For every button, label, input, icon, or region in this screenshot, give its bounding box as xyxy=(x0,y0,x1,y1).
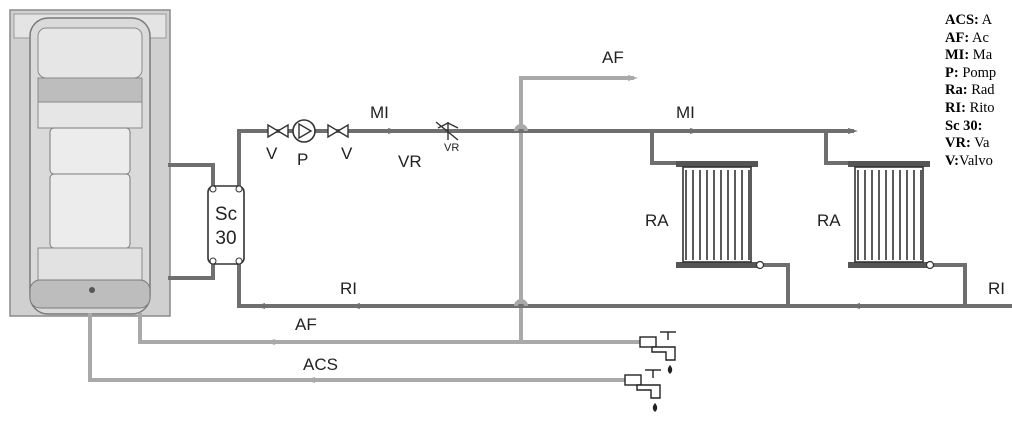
faucet-icon xyxy=(639,331,676,374)
sc-label-line1: Sc xyxy=(215,204,237,225)
legend: ACS: A AF: Ac MI: Ma P: Pomp Ra: Rad RI:… xyxy=(945,12,1012,170)
v-left-label: V xyxy=(266,144,278,163)
ra-left-label: RA xyxy=(645,211,669,230)
faucet-icon xyxy=(624,369,661,412)
flow-arrows xyxy=(255,128,860,309)
check-valve-icon xyxy=(435,121,459,141)
crossing-marks xyxy=(514,124,528,307)
legend-row: RI: Rito xyxy=(945,99,995,116)
p-label: P xyxy=(297,150,308,169)
boiler-icon xyxy=(9,9,171,317)
heating-lines xyxy=(168,129,1012,308)
legend-row: P: Pomp xyxy=(945,64,997,81)
ri-left-label: RI xyxy=(340,279,357,298)
af-top-label: AF xyxy=(602,48,624,67)
legend-row: Sc 30: xyxy=(945,117,983,134)
mi-right-label: MI xyxy=(676,103,695,122)
heat-exchanger-icon xyxy=(207,185,245,265)
pump-icon xyxy=(292,119,316,143)
cold-water-lines xyxy=(88,76,642,382)
ri-right-label: RI xyxy=(988,279,1005,298)
vr-symbol-label: VR xyxy=(444,142,459,154)
af-bottom-label: AF xyxy=(295,315,317,334)
legend-row: Ra: Rad xyxy=(945,82,995,99)
vr-label: VR xyxy=(398,152,422,171)
legend-row: MI: Ma xyxy=(945,47,993,64)
ra-right-label: RA xyxy=(817,211,841,230)
radiator-icon xyxy=(676,161,765,270)
legend-row: VR: Va xyxy=(945,135,990,152)
legend-row: ACS: A xyxy=(945,12,993,28)
acs-label: ACS xyxy=(303,355,338,374)
sc-label-line2: 30 xyxy=(215,228,236,249)
legend-row: AF: Ac xyxy=(945,29,989,46)
mi-left-label: MI xyxy=(370,103,389,122)
legend-row: V:Valvo xyxy=(945,152,993,169)
valve-icon xyxy=(267,123,289,139)
valve-icon xyxy=(327,123,349,139)
cold-flow-arrows xyxy=(265,75,638,383)
radiator-icon xyxy=(848,161,935,270)
v-right-label: V xyxy=(341,144,353,163)
